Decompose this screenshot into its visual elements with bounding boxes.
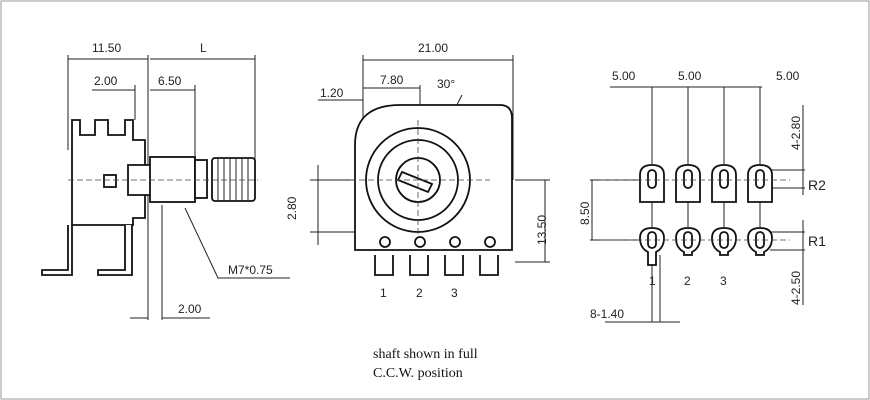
mount-holes xyxy=(379,236,496,248)
fp-pin-label-1: 1 xyxy=(649,274,656,288)
dim-edge: 1.20 xyxy=(320,86,344,100)
row-label-r1: R1 xyxy=(808,233,826,249)
dim-overall: 11.50 xyxy=(92,41,121,55)
pads-row-r2 xyxy=(639,164,773,203)
pin-label-3: 3 xyxy=(451,286,458,300)
pads-row-r1 xyxy=(639,227,773,266)
dim-height: 13.50 xyxy=(535,215,549,245)
pin-label-2: 2 xyxy=(416,286,423,300)
pin-label-1: 1 xyxy=(380,286,387,300)
thread-spec: M7*0.75 xyxy=(228,263,273,277)
footprint-view: 5.00 5.00 5.00 4-2.80 4-2.50 8.50 8-1.40… xyxy=(578,69,826,323)
dim-bottom: 2.00 xyxy=(178,302,202,316)
row-spacing: 8.50 xyxy=(578,201,592,225)
front-view: 21.00 7.80 1.20 30° 2.80 13.50 1 2 3 xyxy=(285,41,550,300)
dim-shaft-length: L xyxy=(200,41,207,55)
dim-top: 4-2.80 xyxy=(789,116,803,150)
note-line-2: C.C.W. position xyxy=(373,366,463,381)
fp-pin-label-3: 3 xyxy=(720,274,727,288)
dim-left-height: 2.80 xyxy=(285,196,299,220)
pin-width: 8-1.40 xyxy=(590,307,624,321)
dim-bushing-offset: 2.00 xyxy=(94,74,118,88)
pitch-label-1: 5.00 xyxy=(612,69,636,83)
dim-center: 7.80 xyxy=(380,73,404,87)
dim-bottom: 4-2.50 xyxy=(789,271,803,305)
dim-bushing: 6.50 xyxy=(158,74,182,88)
dim-width: 21.00 xyxy=(418,41,448,55)
row-label-r2: R2 xyxy=(808,177,826,193)
side-view: 11.50 L 2.00 6.50 2.00 M7*0.75 xyxy=(41,41,290,320)
angle-label: 30° xyxy=(437,77,455,91)
fp-pin-label-2: 2 xyxy=(684,274,691,288)
note-line-1: shaft shown in full xyxy=(373,347,478,362)
pitch-label-2: 5.00 xyxy=(678,69,702,83)
pitch-label-3: 5.00 xyxy=(776,69,800,83)
